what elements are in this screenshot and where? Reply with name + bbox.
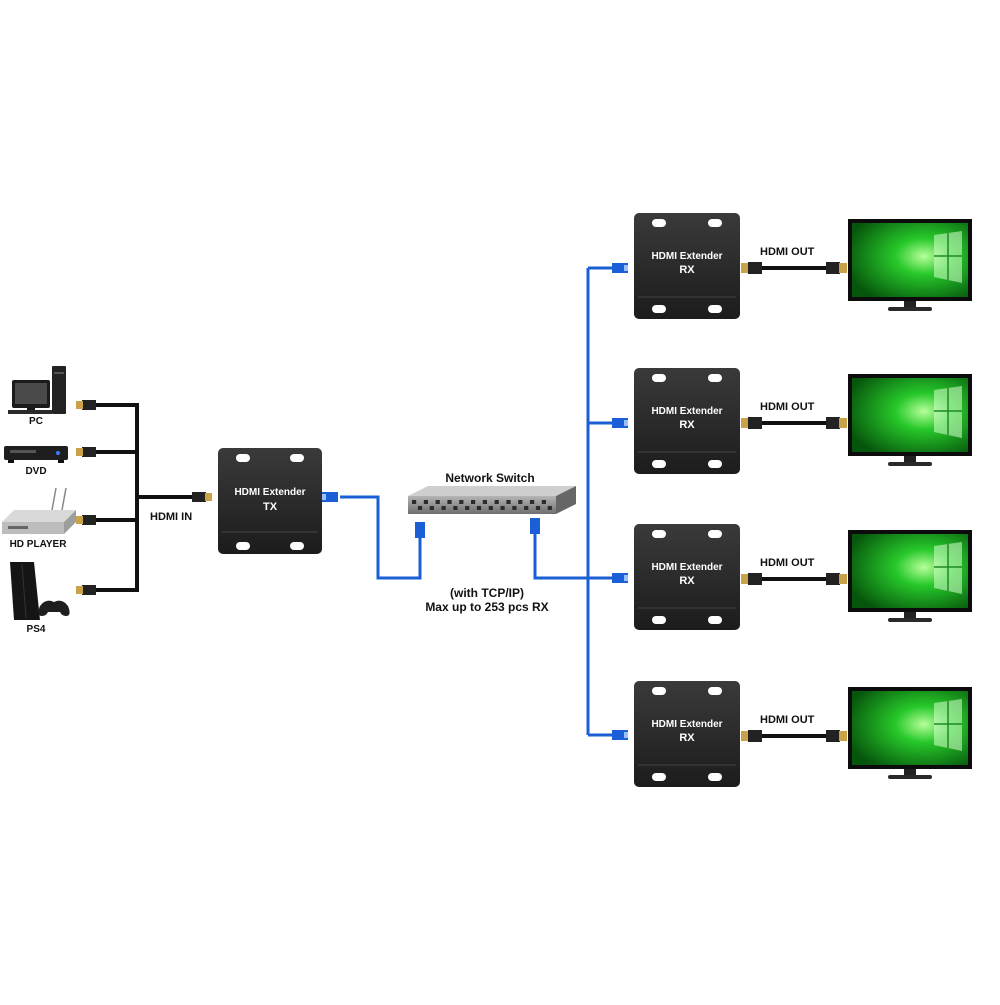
switch-port <box>494 500 499 504</box>
rx-title-2: HDMI Extender <box>651 406 723 417</box>
dvd-player-icon <box>4 446 68 463</box>
switch-port <box>482 500 487 504</box>
network-cables <box>340 266 612 737</box>
tx-subtitle: TX <box>262 501 278 513</box>
switch-port <box>488 506 493 510</box>
receiver-box-2 <box>634 368 740 474</box>
rx-title-1: HDMI Extender <box>651 251 723 262</box>
rx-subtitle-3: RX <box>679 575 695 587</box>
hdmi-in-label: HDMI IN <box>150 511 193 523</box>
switch-rx-trunk <box>533 532 588 580</box>
monitor-icon <box>848 687 972 779</box>
switch-port <box>500 506 505 510</box>
hdmi-out-label-2: HDMI OUT <box>760 401 815 413</box>
monitor-icon <box>848 374 972 466</box>
game-console-icon <box>10 562 70 620</box>
rj45-plugs <box>322 263 628 740</box>
desktop-pc-icon <box>8 366 66 414</box>
switch-port <box>447 500 452 504</box>
media-player-icon <box>2 487 76 534</box>
monitor-icon <box>848 530 972 622</box>
switch-port <box>435 500 440 504</box>
source-label-dvd: DVD <box>25 466 47 477</box>
source-label-hdplayer: HD PLAYER <box>9 539 67 550</box>
rx-subtitle-4: RX <box>679 732 695 744</box>
switch-port <box>506 500 511 504</box>
tx-title: HDMI Extender <box>234 487 306 498</box>
switch-port <box>412 500 417 504</box>
pc-hdmi-cable <box>96 403 139 497</box>
monitor-icon <box>848 219 972 311</box>
rx-subtitle-2: RX <box>679 419 695 431</box>
hdmi-output-cable-4 <box>741 730 847 742</box>
hdmi-out-label-3: HDMI OUT <box>760 557 815 569</box>
switch-port <box>453 506 458 510</box>
switch-port <box>535 506 541 510</box>
rx-title-4: HDMI Extender <box>651 719 723 730</box>
hdmi-output-cable-2 <box>741 417 847 429</box>
rx-subtitle-1: RX <box>679 264 695 276</box>
switch-note-line2: Max up to 253 pcs RX <box>425 600 549 614</box>
switch-port <box>465 506 470 510</box>
switch-port <box>547 506 552 510</box>
switch-port <box>429 506 434 510</box>
switch-port <box>441 506 446 510</box>
hdmi-output-cable-1 <box>741 262 847 274</box>
switch-port <box>476 506 482 510</box>
switch-port <box>530 500 535 504</box>
hdmi-out-label-4: HDMI OUT <box>760 714 815 726</box>
hdmi-plugs <box>76 400 212 595</box>
switch-port <box>524 506 529 510</box>
source-label-pc: PC <box>29 416 43 427</box>
tx-switch-cable <box>340 495 422 580</box>
switch-port <box>518 500 523 504</box>
switch-port <box>471 500 476 504</box>
network-switch-icon <box>408 486 576 514</box>
switch-port <box>541 500 546 504</box>
source-label-ps4: PS4 <box>26 624 46 635</box>
receiver-box-1 <box>634 213 740 319</box>
switch-port <box>417 506 423 510</box>
switch-port <box>512 506 517 510</box>
ps4-hdmi-cable <box>96 497 139 592</box>
hdmi-output-cable-3 <box>741 573 847 585</box>
hdmi-input-cables <box>96 403 192 592</box>
switch-port <box>459 500 464 504</box>
network-switch-label: Network Switch <box>445 471 535 485</box>
switch-note-line1: (with TCP/IP) <box>450 586 524 600</box>
hdmi-out-label-1: HDMI OUT <box>760 246 815 258</box>
receiver-box-4 <box>634 681 740 787</box>
transmitter-box <box>218 448 322 554</box>
rx-title-3: HDMI Extender <box>651 562 723 573</box>
switch-port <box>423 500 428 504</box>
receiver-box-3 <box>634 524 740 630</box>
